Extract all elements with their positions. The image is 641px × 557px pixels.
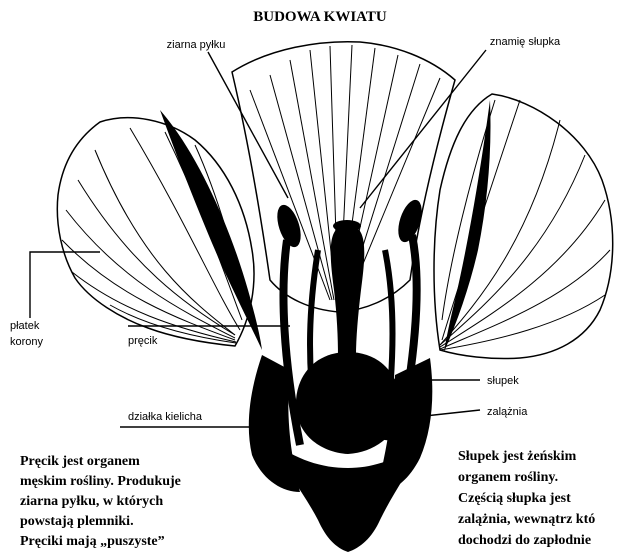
pistil-description-line: organem rośliny. [458,470,558,485]
stamen-description: Pręcik jest organem męskim rośliny. Prod… [20,454,181,549]
label-ovary: zalążnia [487,406,528,418]
label-stamen: pręcik [128,335,158,347]
pistil-description: Słupek jest żeńskim organem rośliny. Czę… [458,449,595,548]
pistil-description-line: zalążnia, wewnątrz któ [458,512,595,527]
pistil-description-line: dochodzi do zapłodnie [458,533,591,548]
pistil-description-line: Częścią słupka jest [458,491,571,506]
stamen-description-line: ziarna pyłku, w których [20,494,163,509]
stamen-description-line: Pręcik jest organem [20,454,140,469]
label-corolla: korony [10,336,44,348]
label-pistil: słupek [487,375,519,387]
diagram-title: BUDOWA KWIATU [253,9,387,25]
receptacle [270,440,425,552]
label-sepal: działka kielicha [128,411,203,423]
label-stigma: znamię słupka [490,36,561,48]
pistil-description-line: Słupek jest żeńskim [458,449,577,464]
stamen-description-line: męskim rośliny. Produkuje [20,474,181,489]
stamen-description-line: Pręciki mają „puszyste” [20,534,165,549]
right-petal [434,94,613,359]
stamen-description-line: powstają plemniki. [20,514,134,529]
label-petal: płatek [10,320,40,332]
label-pollen-grains: ziarna pyłku [167,39,226,51]
